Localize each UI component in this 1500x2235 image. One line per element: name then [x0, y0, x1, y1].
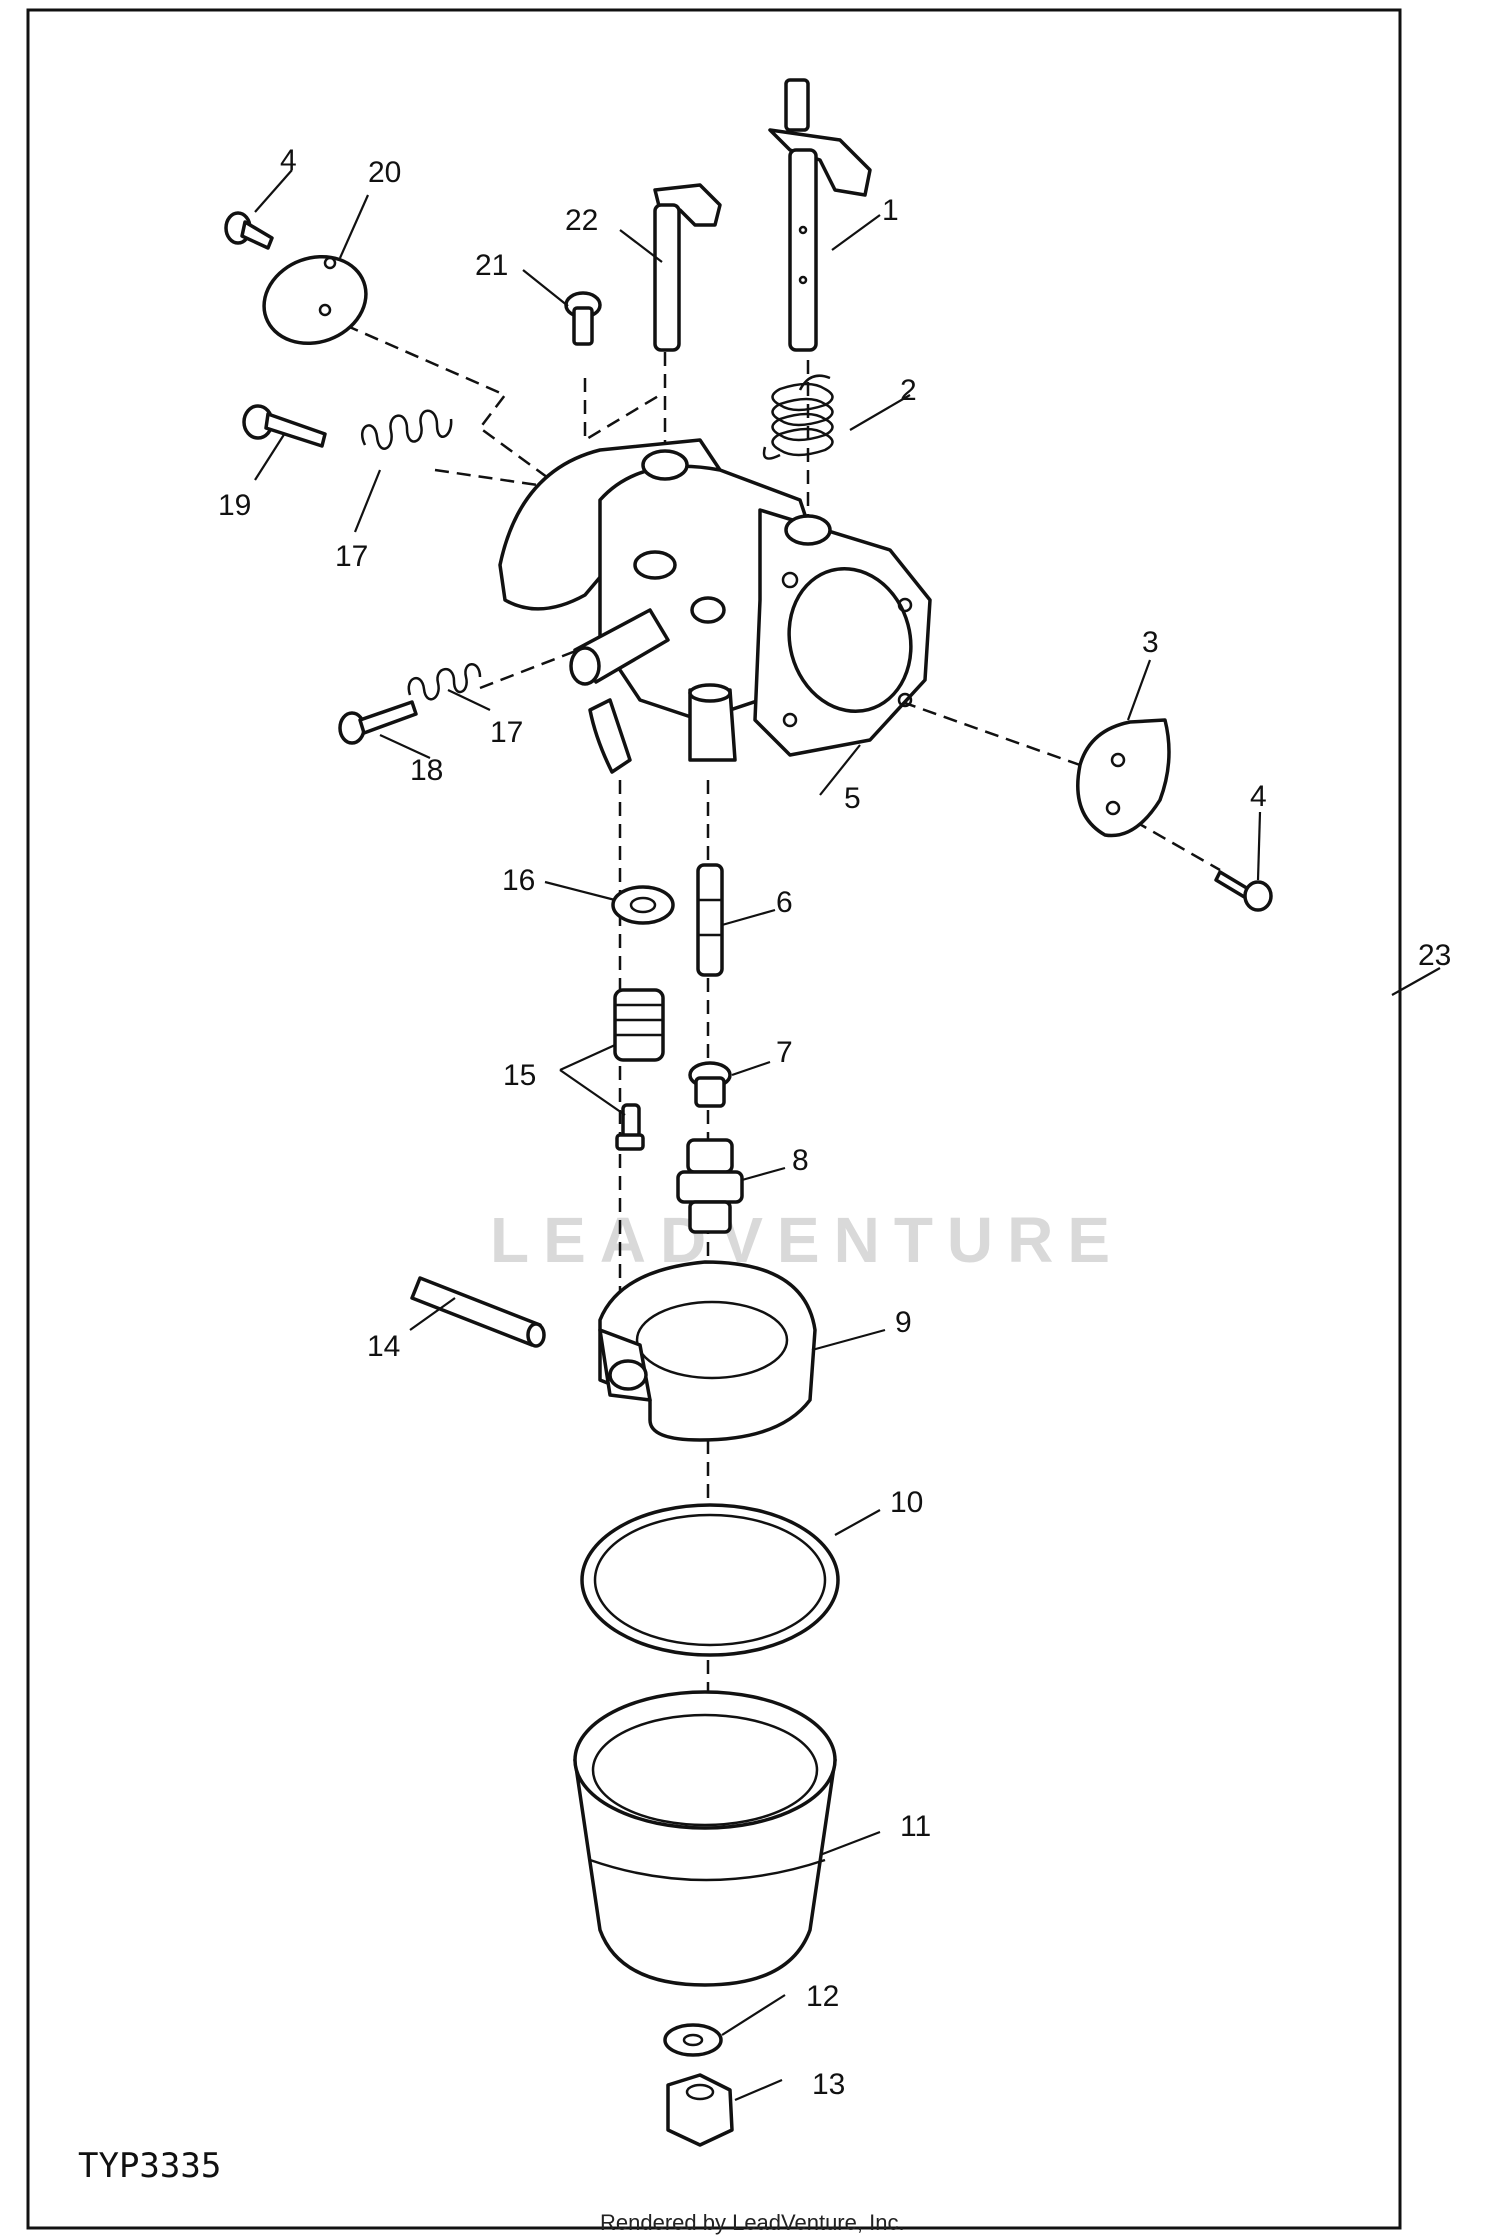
callout-12: 12 [806, 1980, 839, 2013]
figure-code: TYP3335 [78, 2146, 221, 2186]
callout-10: 10 [890, 1486, 923, 1519]
callout-labels: 1 2 3 4 4 5 6 7 8 9 10 11 12 13 14 15 16… [218, 144, 1451, 2101]
callout-3: 3 [1142, 626, 1159, 659]
part-21-screw [564, 291, 602, 346]
callout-13: 13 [812, 2068, 845, 2101]
callout-9: 9 [895, 1306, 912, 1339]
part-18-mixture-screw [338, 700, 418, 745]
callout-16: 16 [502, 864, 535, 897]
part-3-throttle-plate [1076, 718, 1171, 838]
part-9-float [598, 1260, 817, 1442]
part-19-idle-screw [242, 404, 327, 448]
part-20-choke-plate [262, 254, 368, 346]
callout-5: 5 [844, 782, 861, 815]
part-2-torsion-spring [762, 374, 834, 460]
callout-7: 7 [776, 1036, 793, 1069]
callout-14: 14 [367, 1330, 400, 1363]
part-10-bowl-gasket [580, 1503, 840, 1657]
part-15-inlet-needle [615, 1103, 645, 1151]
diagram-frame [26, 8, 1402, 2230]
part-17-spring-upper [361, 409, 453, 450]
footer-credit: Rendered by LeadVenture, Inc. [600, 2210, 905, 2235]
callout-1: 1 [882, 194, 899, 227]
callout-19: 19 [218, 489, 251, 522]
part-22-choke-shaft [653, 183, 722, 352]
part-11-float-bowl [573, 1690, 837, 1987]
part-17-spring-lower [407, 663, 482, 701]
callout-2: 2 [900, 374, 917, 407]
leader-lines [254, 169, 1441, 2102]
part-8-jet-nozzle [676, 1138, 744, 1234]
part-13-bowl-nut [666, 2073, 734, 2147]
part-14-float-pin [410, 1276, 546, 1348]
callout-15: 15 [503, 1059, 536, 1092]
callout-4-lower: 4 [1250, 780, 1267, 813]
callout-23: 23 [1418, 939, 1451, 972]
part-4-screw-lower [1214, 870, 1273, 912]
callout-17-lower: 17 [490, 716, 523, 749]
callout-21: 21 [475, 249, 508, 282]
watermark: LEADVENTURE [490, 1204, 1124, 1276]
callout-17-upper: 17 [335, 540, 368, 573]
callout-8: 8 [792, 1144, 809, 1177]
callout-22: 22 [565, 204, 598, 237]
part-16-washer [611, 885, 675, 925]
part-5-carburetor-body [498, 438, 932, 774]
part-7-main-jet [688, 1061, 732, 1108]
callout-11: 11 [900, 1810, 931, 1843]
part-12-washer [663, 2023, 723, 2057]
part-15-inlet-seat [613, 988, 665, 1062]
callout-6: 6 [776, 886, 793, 919]
callout-18: 18 [410, 754, 443, 787]
part-6-emulsion-tube [696, 863, 724, 977]
callout-4-upper: 4 [280, 144, 297, 177]
part-1-throttle-shaft [768, 78, 872, 352]
part-4-screw-upper [224, 211, 274, 250]
callout-20: 20 [368, 156, 401, 189]
